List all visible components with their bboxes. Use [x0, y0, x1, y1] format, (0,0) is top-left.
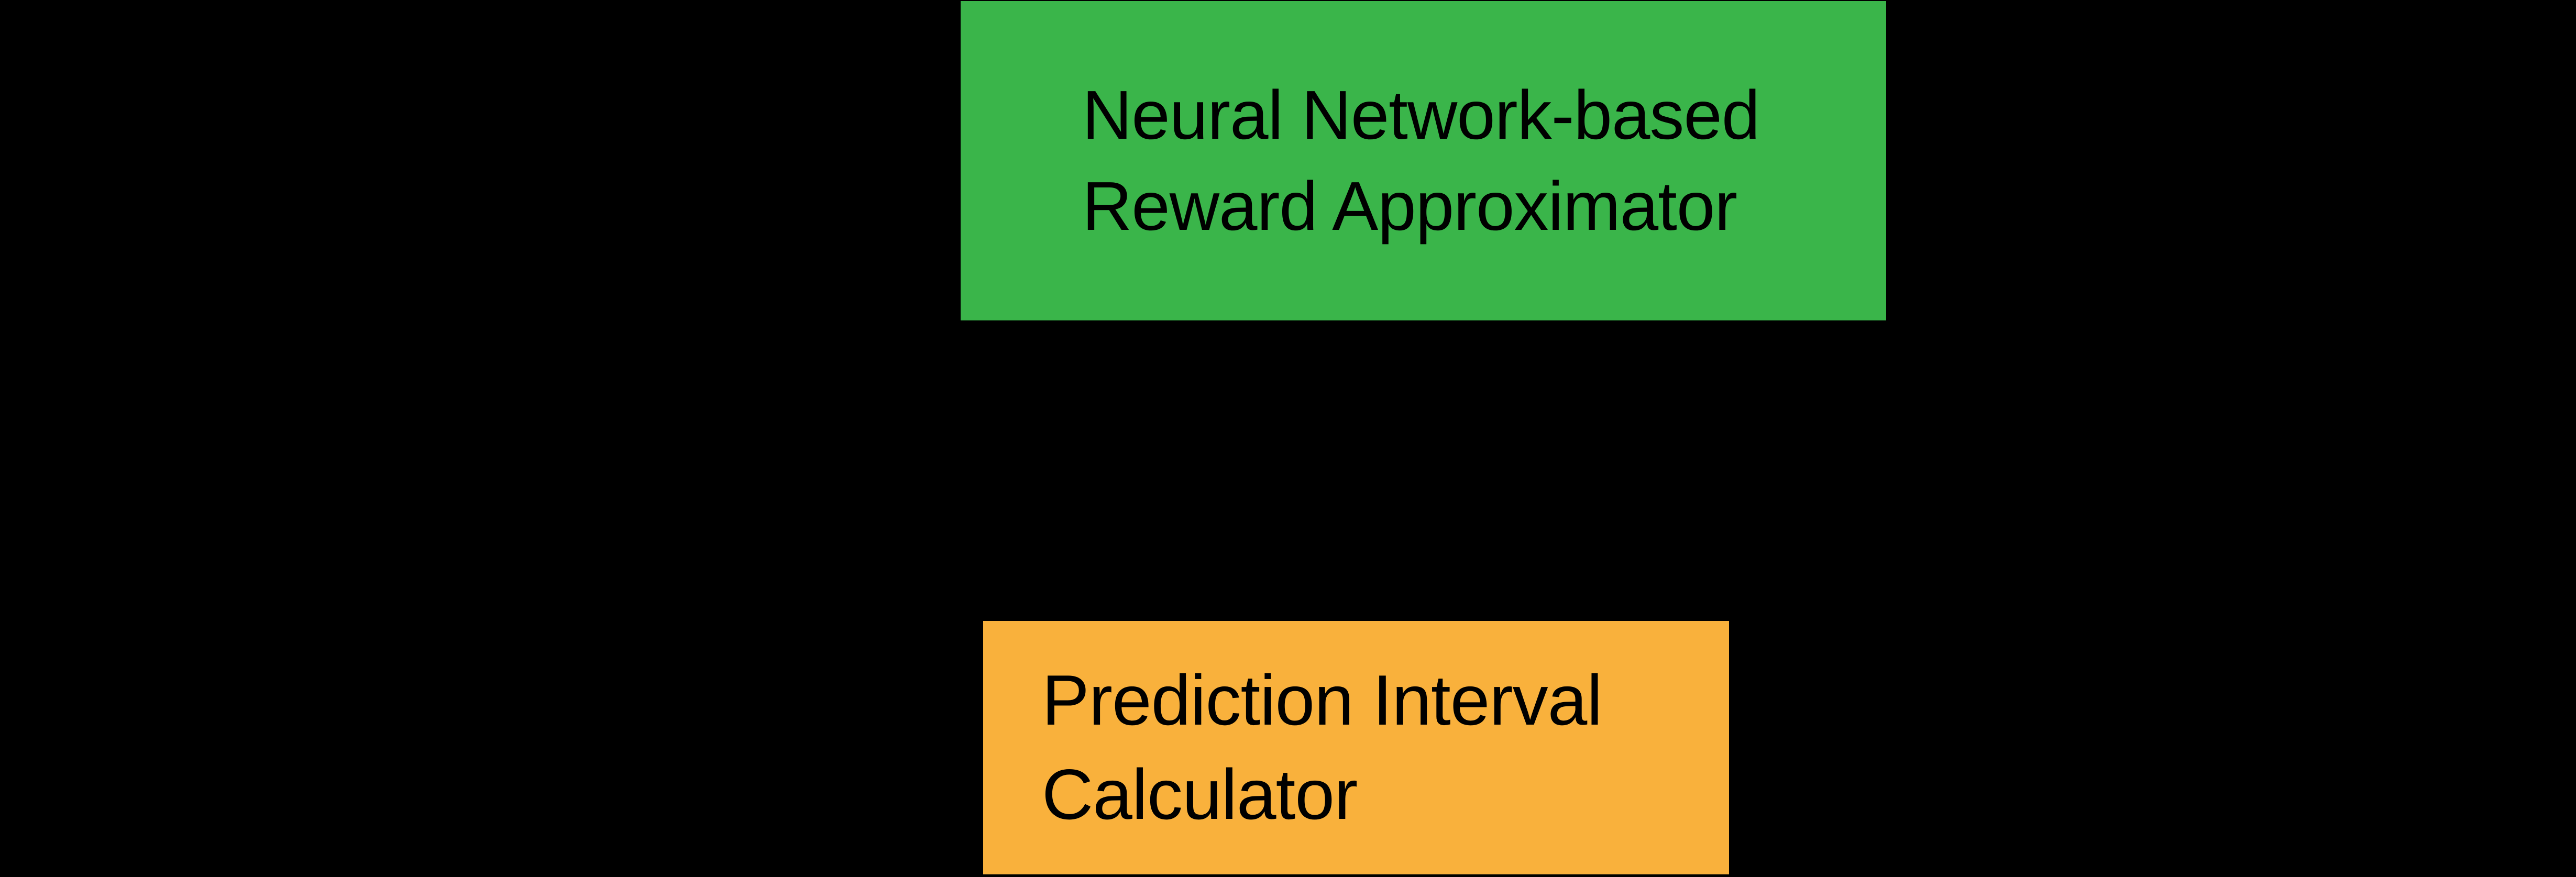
- node-prediction-interval-calculator-label-line2: Calculator: [1042, 754, 1358, 834]
- node-prediction-interval-calculator: Prediction Interval Calculator: [983, 621, 1729, 874]
- node-reward-approximator-label: Neural Network-based Reward Approximator: [1082, 70, 1865, 252]
- node-prediction-interval-calculator-label-line1: Prediction Interval: [1042, 660, 1603, 740]
- node-reward-approximator-label-line2: Reward Approximator: [1082, 168, 1737, 245]
- node-reward-approximator: Neural Network-based Reward Approximator: [961, 1, 1886, 320]
- node-reward-approximator-label-line1: Neural Network-based: [1082, 76, 1760, 153]
- node-prediction-interval-calculator-label: Prediction Interval Calculator: [1042, 653, 1713, 841]
